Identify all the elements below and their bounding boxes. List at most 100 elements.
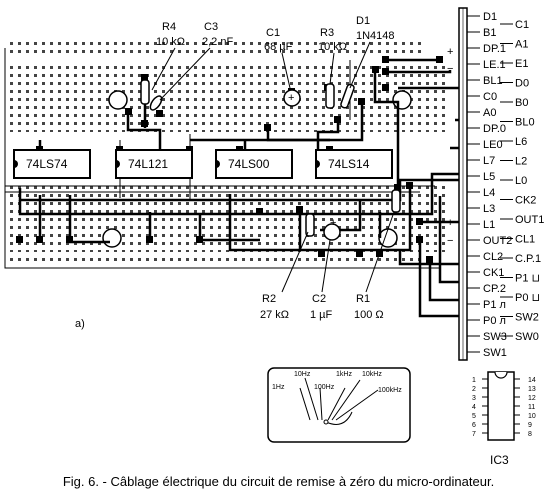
freq-label: 10kHz: [362, 371, 382, 378]
r3-value: 10 kΩ: [318, 41, 347, 53]
connector-pin-label: D1: [483, 11, 497, 23]
connector-pin-label: CK1: [483, 267, 504, 279]
supply-minus: −: [447, 63, 453, 75]
connector-pin-label: SW0: [515, 331, 539, 343]
freq-label: 100Hz: [314, 384, 335, 391]
c1-ref: C1: [266, 27, 280, 39]
connector-pin-label: C.P.1: [515, 253, 541, 265]
connector-pin-label: L5: [483, 171, 495, 183]
connector-pin-label: DP.1: [483, 43, 506, 55]
supply-plus: +: [447, 217, 453, 229]
chip-label: 74LS00: [228, 157, 270, 171]
resistor-r2: [305, 213, 315, 237]
chip-label: 74LS14: [328, 157, 370, 171]
connector-pin-label: LE.1: [483, 59, 506, 71]
connector-pin-label: A1: [515, 39, 528, 51]
breadboard-top-field: [5, 62, 445, 132]
breadboard-rail-bottom: [5, 254, 425, 264]
connector-pin-label: L1: [483, 219, 495, 231]
connector-pin-label: P0 л: [483, 315, 506, 327]
mounting-hole: [108, 90, 128, 110]
connector-pin-label: LE0: [483, 139, 503, 151]
c1-polarity: +: [288, 92, 294, 104]
connector-pin-label: DP.0: [483, 123, 506, 135]
connector-pin-label: L6: [515, 136, 527, 148]
resistor-r4: [140, 79, 150, 105]
r4-value: 10 kΩ: [156, 36, 185, 48]
ic3-pin-number: 13: [528, 386, 536, 393]
freq-label: 100kHz: [378, 387, 402, 394]
r1-ref: R1: [356, 293, 370, 305]
ic3-body: [487, 371, 515, 441]
resistor-r3: [325, 83, 335, 109]
ic3-pin-number: 4: [472, 404, 476, 411]
connector-pin-label: SW3: [483, 331, 507, 343]
supply-plus: +: [447, 46, 453, 58]
ic3-pin-number: 9: [528, 422, 532, 429]
ic3-pin-number: 3: [472, 395, 476, 402]
connector-pin-label: SW1: [483, 347, 507, 359]
connector-pin-label: B0: [515, 97, 528, 109]
connector-pin-label: L3: [483, 203, 495, 215]
connector-pin-label: CL2: [483, 251, 503, 263]
breadboard-rail-top: [5, 40, 425, 58]
ic3-pin-number: 14: [528, 377, 536, 384]
ic3-label: IC3: [490, 453, 509, 467]
ic3-pin-number: 1: [472, 377, 476, 384]
capacitor-c3: [149, 95, 163, 111]
connector-pin-label: E1: [515, 58, 528, 70]
freq-label: 10Hz: [294, 371, 311, 378]
connector-pin-label: CP.2: [483, 283, 506, 295]
capacitor-c2: [323, 223, 341, 241]
connector-pin-label: L2: [515, 156, 527, 168]
connector-left-labels: D1B1DP.1LE.1BL1C0A0DP.0LE0L7L5L4L3L1OUT2…: [483, 11, 512, 359]
frequency-selector: 10Hz 1Hz 100Hz 1kHz 10kHz 100kHz: [267, 367, 411, 443]
ic3-pin-number: 6: [472, 422, 476, 429]
ic3-pin-number: 10: [528, 413, 536, 420]
mounting-hole: [102, 228, 122, 248]
connector-pin-label: P1 л: [483, 299, 506, 311]
c2-value: 1 µF: [310, 309, 333, 321]
connector-pin-label: BL1: [483, 75, 503, 87]
c2-polarity: +: [330, 217, 336, 229]
connector-pin-label: C0: [483, 91, 497, 103]
c3-value: 2,2 nF: [202, 36, 233, 48]
connector-pin-label: OUT1: [515, 214, 544, 226]
r4-ref: R4: [162, 21, 176, 33]
r2-ref: R2: [262, 293, 276, 305]
r3-ref: R3: [320, 27, 334, 39]
connector-pin-label: C1: [515, 19, 529, 31]
ic3-pin-number: 7: [472, 431, 476, 438]
d1-value: 1N4148: [356, 30, 395, 42]
chip-74ls74: [13, 149, 91, 179]
connector-pin-label: A0: [483, 107, 496, 119]
connector: [458, 7, 513, 361]
connector-pin-label: CL1: [515, 234, 535, 246]
chip-label: 74L121: [128, 157, 168, 171]
connector-pin-label: L4: [483, 187, 495, 199]
chip-label: 74LS74: [26, 157, 68, 171]
r2-value: 27 kΩ: [260, 309, 289, 321]
ic3-pin-number: 12: [528, 395, 536, 402]
supply-minus: −: [447, 235, 453, 247]
resistor-r1: [391, 189, 401, 213]
freq-label: 1kHz: [336, 371, 352, 378]
connector-pin-label: OUT2: [483, 235, 512, 247]
connector-pin-label: L7: [483, 155, 495, 167]
connector-pin-label: B1: [483, 27, 496, 39]
view-label: a): [75, 318, 85, 330]
c3-ref: C3: [204, 21, 218, 33]
chip-74ls00: [215, 149, 293, 179]
mounting-hole: [378, 228, 398, 248]
d1-ref: D1: [356, 15, 370, 27]
connector-pin-label: L0: [515, 175, 527, 187]
chip-74l121: [115, 149, 193, 179]
connector-pin-label: P0 ⊔: [515, 292, 540, 304]
c1-value: 68 µF: [264, 41, 293, 53]
connector-pin-label: BL0: [515, 117, 535, 129]
capacitor-c1: [283, 89, 301, 107]
freq-label: 1Hz: [272, 384, 285, 391]
